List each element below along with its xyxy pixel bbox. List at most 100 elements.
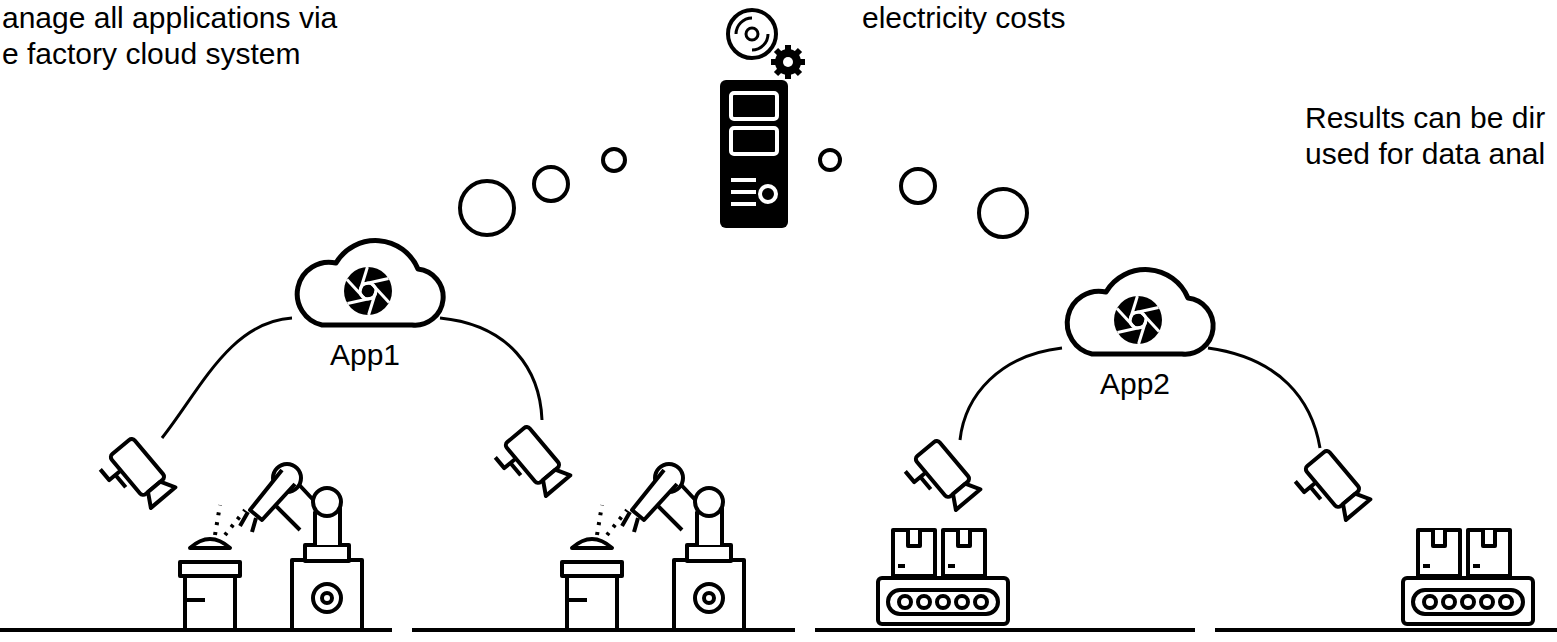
robot-arm: [250, 470, 295, 520]
note-text: Results can be dir used for data anal: [1305, 100, 1553, 172]
conveyor-belt: [956, 596, 968, 608]
shutter-icon: [1130, 312, 1146, 328]
server-icon: [720, 80, 788, 228]
thought-bubbles: [979, 189, 1027, 237]
cloud-app-node: App2: [1050, 262, 1220, 402]
robot-arm: [632, 470, 677, 520]
cloud-outline: [280, 233, 450, 333]
camera-wire: [162, 318, 292, 438]
conveyor-belt: [1423, 564, 1430, 568]
conveyor-belt: [878, 578, 1008, 624]
thought-bubbles: [901, 169, 935, 203]
robot-arm: [313, 488, 341, 516]
robot-arm: [572, 539, 612, 548]
conveyor-belt: [1424, 596, 1436, 608]
conveyor-belt: [1473, 564, 1480, 568]
server-icon: [731, 202, 756, 206]
robot-arm: [180, 464, 744, 630]
cloud-outline: [1050, 262, 1220, 362]
robot-arm: [215, 505, 245, 535]
robot-arm: [622, 512, 638, 532]
robot-arm: [562, 562, 622, 576]
conveyor-belt: [975, 596, 987, 608]
robot-arm: [185, 575, 235, 630]
conveyor-belt: [1462, 596, 1474, 608]
camera-icon: [905, 462, 936, 495]
robot-arm: [704, 593, 714, 603]
conveyor-belt: [1413, 590, 1523, 614]
disc-gear-icon: [783, 57, 793, 67]
thought-bubbles: [603, 149, 625, 171]
camera-icon: [493, 425, 571, 505]
conveyor-belt: [888, 590, 998, 614]
shutter-icon: [360, 283, 376, 299]
conveyor-belt: [1443, 596, 1455, 608]
robot-arm: [215, 505, 220, 535]
camera-icon: [495, 448, 526, 481]
robot-arm: [597, 505, 627, 535]
camera-wire: [960, 348, 1062, 440]
conveyor-belt: [1403, 530, 1533, 624]
thought-bubbles: [820, 150, 840, 170]
disc-gear-icon: [776, 50, 800, 74]
robot-arm: [180, 562, 240, 576]
server-icon: [731, 178, 756, 182]
robot-arm: [597, 505, 602, 535]
robot-arm: [687, 545, 731, 561]
robot-arm: [190, 539, 230, 548]
conveyor-belt: [878, 530, 1533, 624]
robot-arm: [240, 512, 256, 532]
robot-arm: [313, 584, 341, 612]
camera-wire: [440, 318, 542, 420]
thought-bubbles: [460, 149, 1027, 237]
server-icon: [720, 80, 788, 228]
conveyor-belt: [948, 564, 955, 568]
conveyor-belt: [878, 530, 1008, 624]
cloud-outline: [297, 241, 443, 326]
floor-line: [815, 628, 1195, 632]
robot-arm: [695, 488, 723, 516]
conveyor-belt: [1500, 596, 1512, 608]
conveyor-belt: [899, 596, 911, 608]
robot-arm: [567, 575, 617, 630]
conveyor-belt: [1481, 596, 1493, 608]
camera-icon: [142, 477, 176, 508]
server-icon: [760, 186, 776, 202]
camera-wire: [1208, 348, 1320, 448]
camera-icon: [1295, 472, 1326, 505]
cloud-outline: [1067, 270, 1213, 355]
cloud-app-node: App1: [280, 233, 450, 373]
disc-gear-icon: [752, 34, 768, 50]
conveyor-belt: [908, 530, 970, 546]
camera-icon: [947, 479, 981, 510]
robot-arm: [695, 584, 723, 612]
conveyor-belt: [918, 596, 930, 608]
disc-gear-icon: [771, 45, 805, 79]
app-label: App1: [280, 233, 450, 373]
robot-arm: [305, 545, 349, 561]
server-icon: [731, 128, 777, 154]
note-text: anage all applications via e factory clo…: [2, 0, 357, 72]
conveyor-belt: [1433, 530, 1495, 546]
conveyor-belt: [1403, 578, 1533, 624]
robot-arm: [322, 593, 332, 603]
thought-bubbles: [460, 181, 514, 235]
disc-gear-icon: [736, 18, 752, 34]
disc-gear-icon: [728, 10, 805, 79]
robot-arm: [674, 560, 744, 630]
server-icon: [731, 93, 777, 119]
robot-arm: [185, 598, 205, 602]
disc-gear-icon: [776, 50, 800, 74]
note-text: electricity costs: [862, 0, 1102, 36]
robot-arm: [567, 598, 587, 602]
server-icon: [731, 190, 756, 194]
robot-arm: [562, 464, 744, 630]
disc-gear-icon: [728, 10, 776, 58]
thought-bubbles: [534, 167, 568, 201]
conveyor-belt: [898, 564, 905, 568]
camera-icon: [1293, 449, 1371, 529]
camera-icon: [100, 460, 131, 493]
camera-icon: [903, 439, 981, 519]
